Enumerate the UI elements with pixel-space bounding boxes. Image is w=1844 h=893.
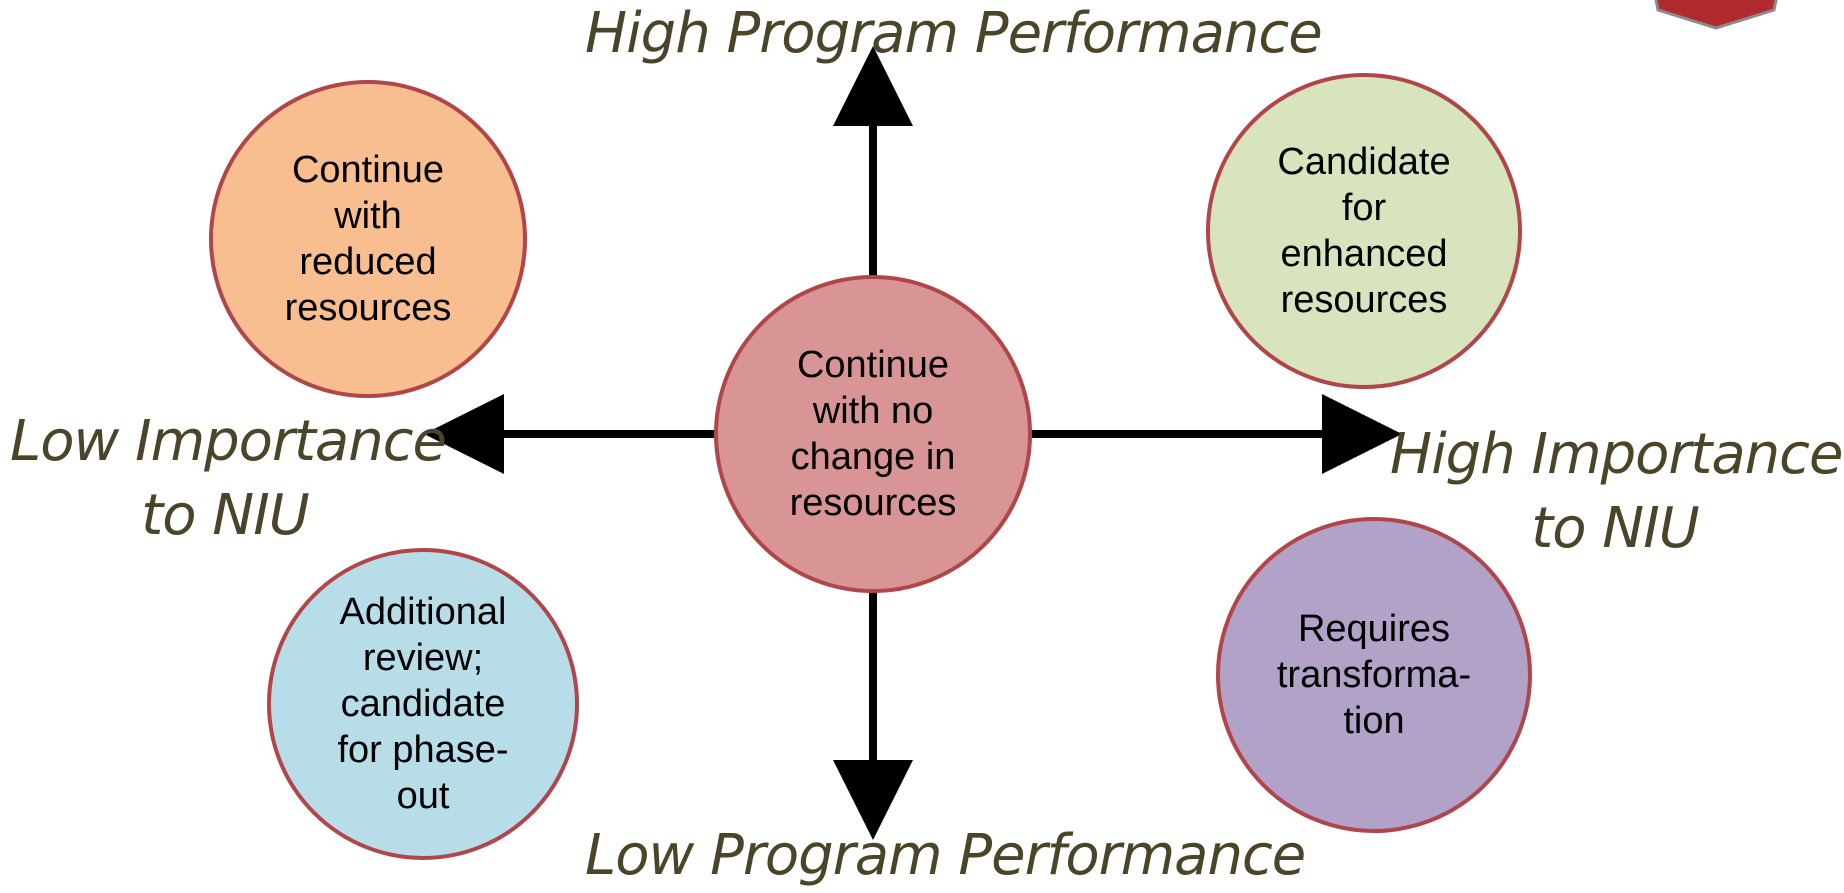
- circle-requires-transformation: Requires transforma- tion: [1216, 517, 1532, 833]
- circle-continue-reduced-text: Continue with reduced resources: [284, 149, 452, 329]
- axis-label-left-line-2: to NIU: [141, 483, 309, 548]
- axis-label-right: High Importance to NIU: [1390, 418, 1843, 566]
- axis-label-right-line-1: High Importance: [1390, 422, 1843, 487]
- axis-label-left: Low Importance to NIU: [10, 405, 447, 553]
- axis-label-top: High Program Performance: [585, 1, 1323, 66]
- circle-additional-review: Additional review; candidate for phase- …: [267, 548, 579, 860]
- circle-candidate-enhanced: Candidate for enhanced resources: [1206, 73, 1522, 389]
- circle-requires-transformation-text: Requires transforma- tion: [1276, 608, 1472, 742]
- circle-additional-review-text: Additional review; candidate for phase- …: [337, 591, 509, 817]
- red-badge-logo-icon: [1654, 0, 1778, 30]
- circle-candidate-enhanced-text: Candidate for enhanced resources: [1277, 141, 1451, 321]
- axis-label-left-line-1: Low Importance: [10, 409, 447, 474]
- axis-label-bottom: Low Program Performance: [585, 823, 1306, 888]
- axis-label-right-line-2: to NIU: [1531, 496, 1699, 561]
- circle-continue-reduced: Continue with reduced resources: [209, 80, 527, 398]
- circle-continue-no-change-text: Continue with no change in resources: [789, 344, 957, 524]
- circle-continue-no-change: Continue with no change in resources: [714, 275, 1032, 593]
